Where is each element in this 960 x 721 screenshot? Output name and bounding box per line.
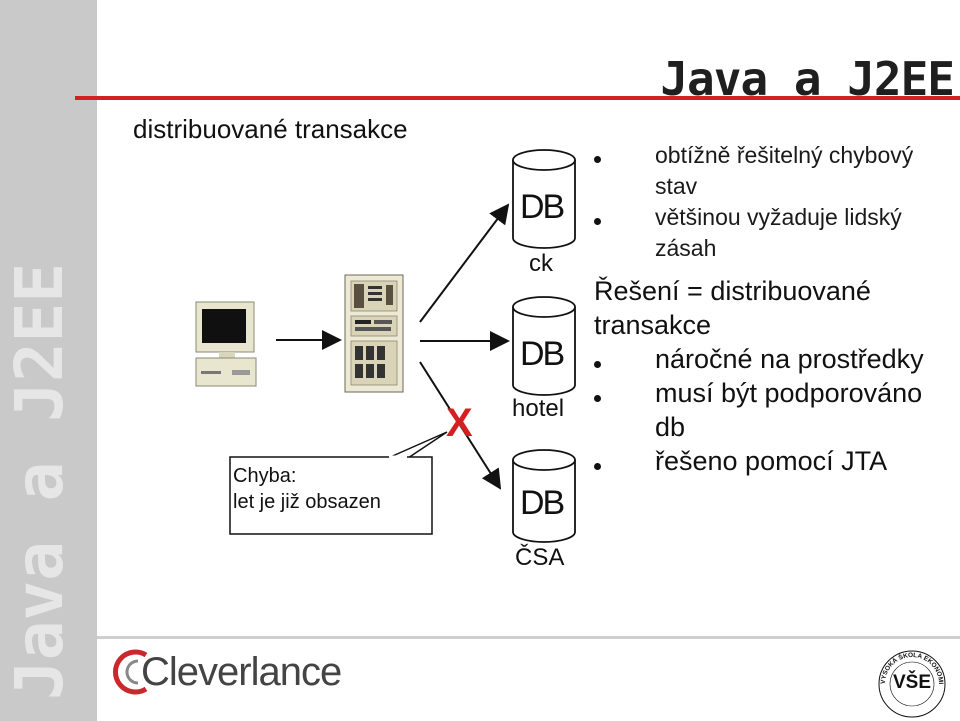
bullet-dot-icon [594, 395, 601, 402]
slide-subtitle: distribuované transakce [133, 114, 408, 144]
cleverlance-logo-icon [113, 649, 148, 695]
database-ck-icon: DB [512, 149, 576, 249]
solution-heading: Řešení = distribuované transakce [594, 276, 871, 340]
solution-item: náročné na prostředky [590, 342, 950, 376]
bullet-dot-icon [594, 156, 601, 163]
vse-seal-text: VŠE [893, 672, 932, 693]
callout-pointer [387, 431, 448, 459]
bullet-dot-icon [594, 361, 601, 368]
sidebar [0, 0, 97, 721]
db-label-ck: ck [529, 250, 553, 277]
footer-rule [97, 636, 960, 639]
title-rule [75, 96, 960, 100]
db-label-csa: ČSA [515, 544, 565, 571]
error-callout-box [229, 456, 433, 535]
error-callout-text: Chyba: let je již obsazen [233, 463, 381, 515]
server-to-ck-arrow [419, 203, 510, 323]
svg-text:DB: DB [520, 484, 564, 522]
failure-x-mark: X [446, 401, 473, 445]
solution-item: musí být podporováno db [590, 376, 950, 444]
bullet-item: obtížně řešitelný chybový stav [590, 140, 950, 202]
callout-line-2: let je již obsazen [233, 491, 381, 513]
svg-text:DB: DB [520, 188, 564, 226]
database-csa-icon: DB [512, 449, 576, 543]
sidebar-vertical-title: Java a J2EE [1, 263, 78, 700]
client-computer-icon [195, 301, 257, 387]
server-to-csa-arrow [419, 361, 502, 490]
callout-line-1: Chyba: [233, 465, 297, 487]
company-logo-text: Cleverlance [141, 650, 342, 694]
bullet-dot-icon [594, 218, 601, 225]
bullet-list: obtížně řešitelný chybový stav většinou … [590, 140, 950, 478]
db-label-hotel: hotel [512, 395, 565, 422]
solution-item: řešeno pomocí JTA [590, 444, 950, 478]
bullet-dot-icon [594, 463, 601, 470]
svg-text:Java a J2EE: Java a J2EE [1, 263, 78, 700]
vse-seal-icon: VYSOKÁ ŠKOLA EKONOMICKÁ V PRAZE [872, 648, 946, 718]
database-hotel-icon: DB [512, 296, 576, 396]
bullet-item: většinou vyžaduje lidský zásah [590, 202, 950, 264]
svg-text:DB: DB [520, 335, 564, 373]
server-icon [344, 274, 404, 393]
